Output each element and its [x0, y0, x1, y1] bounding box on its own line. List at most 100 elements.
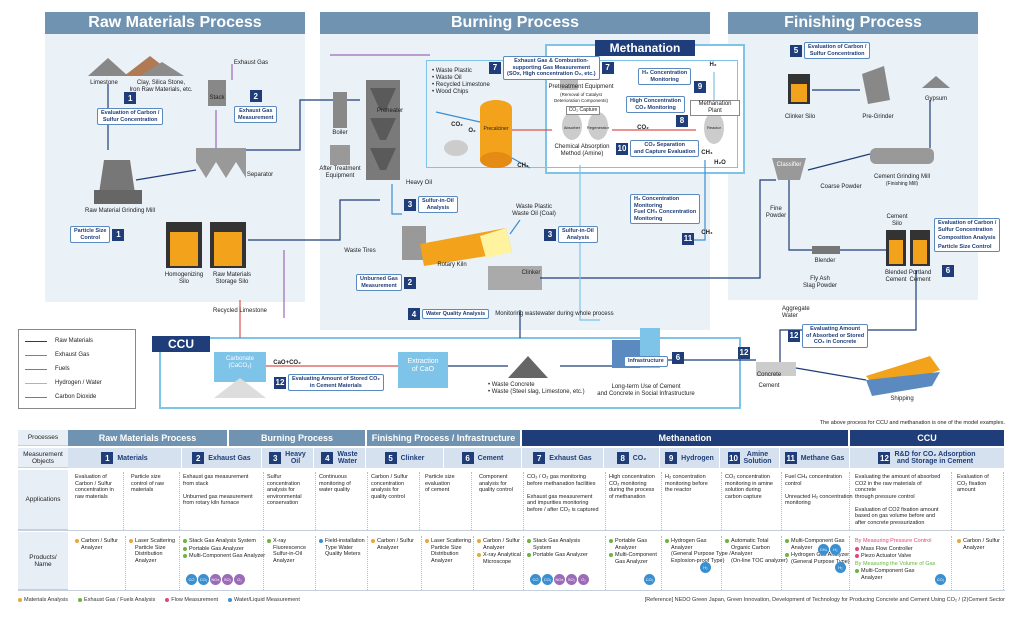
measurement-object-num-4: 5 [384, 452, 397, 464]
footer-legend-dot-0 [18, 598, 22, 602]
tag-11-text: H₂ Concentration Monitoring Fuel CH₄ Con… [630, 194, 701, 224]
label-limestone: Limestone [90, 80, 118, 86]
cement-grinding-mill [870, 148, 934, 164]
line-raw-2 [135, 169, 197, 181]
product-cell-11: Automatic Total Organic Carbon Analyzer … [722, 536, 788, 590]
label-stack: Stack [209, 95, 225, 101]
label-coarse: Coarse Powder [820, 184, 862, 190]
application-cell-1: Particle size control of raw materials [128, 472, 180, 530]
num-11: 11 [682, 232, 694, 245]
row-label-apps: Applications [18, 470, 68, 530]
application-cell-2: Exhaust gas measurement from stack Unbur… [180, 472, 264, 530]
waste-concrete-pile [508, 356, 548, 378]
product-text-13-0: By Measuring Pressure Control [855, 538, 932, 544]
product-item-13-0: By Measuring Pressure Control [855, 538, 948, 545]
tag-6-list: Evaluation of Carbon / Sulfur Concentrat… [934, 218, 1001, 252]
product-text-11-0: Automatic Total Organic Carbon Analyzer … [731, 538, 788, 564]
waste-item-2: • Waste Oil [432, 75, 462, 81]
homo-silo-fill [170, 232, 198, 266]
product-dot-2-2 [183, 554, 187, 558]
gas-chip-6-0: CO₂ [935, 574, 946, 585]
model-note: The above process for CCU and methanatio… [819, 420, 1005, 426]
waste-item-1: • Waste Plastic [432, 68, 472, 74]
measurement-object-num-7: 8 [616, 452, 629, 464]
product-dot-0-0 [75, 539, 79, 543]
label-waste-tires: Waste Tires [344, 248, 376, 254]
label-rotary: Rotary Kiln [437, 262, 467, 268]
product-cell-0: Carbon / Sulfur Analyzer [72, 536, 126, 590]
waste-item-3: • Recycled Limestone [432, 82, 490, 88]
num-7a: 7 [489, 61, 501, 74]
measurement-object-num-10: 11 [784, 452, 797, 464]
label-cement-silo: Cement Silo [886, 214, 908, 227]
label-portland: Portland Cement [908, 270, 932, 283]
label-cement-mill-sub: (Finishing Mill) [885, 181, 919, 187]
application-cell-13: Evaluating the amount of absorbed CO2 in… [852, 472, 952, 530]
tag-1a: 1 Evaluation of Carbon / Sulfur Concentr… [97, 92, 164, 125]
footer-legend-dot-1 [78, 598, 83, 602]
product-item-5-0: Carbon / Sulfur Analyzer [371, 538, 418, 551]
num-4: 4 [408, 308, 420, 320]
label-recycled: Recycled Limestone [212, 308, 268, 314]
product-item-9-1: Multi-Component Gas Analyzer [609, 552, 658, 565]
footer-legend-item-1: Exhaust Gas / Fuels Analysis [78, 597, 155, 603]
tag-12b: 12 Evaluating Amount of Absorbed or Stor… [788, 324, 869, 348]
label-pretreat: Pretreatment Equipment [548, 84, 614, 90]
label-flyash: Fly Ash Slag Powder [802, 276, 838, 289]
label-capture: CO₂ Capture [566, 106, 600, 115]
row-label-products: Products/ Name [18, 532, 68, 590]
application-cell-12: Fuel CH₄ concentration control Unreacted… [782, 472, 853, 530]
measurement-object-label-8: Hydrogen [681, 454, 714, 462]
tag-2b: Unburned Gas Measurement 2 [356, 274, 416, 291]
product-item-13-4: Multi-Component Gas Analyzer [855, 568, 948, 581]
gas-chip-3-0: H₂ [700, 562, 711, 573]
product-cell-1: Laser Scattering Particle Size Distribut… [126, 536, 180, 590]
application-cell-11: CO₂ concentration monitoring in amine so… [722, 472, 782, 530]
reactor [704, 112, 724, 144]
gas-chip-0-2: NOx [210, 574, 221, 585]
product-item-12-0: Multi-Component Gas Analyzer [785, 538, 846, 551]
gas-chip-group-5: H₂ [835, 562, 847, 573]
tag-12b-text: Evaluating Amount of Absorbed or Stored … [802, 324, 869, 348]
gas-chip-0-3: SO₂ [222, 574, 233, 585]
label-boiler: Boiler [332, 130, 348, 136]
product-dot-1-0 [129, 539, 133, 543]
measurement-object-label-11: R&D for CO₂ Adsorption and Storage in Ce… [894, 451, 976, 465]
tag-7a-text: Exhaust Gas & Combustion- supporting Gas… [503, 56, 600, 80]
label-aggregate: Aggregate Water [782, 306, 810, 319]
precalciner [480, 108, 512, 160]
concrete-pile [756, 362, 796, 376]
ship-hull [866, 372, 940, 396]
num-9: 9 [694, 76, 706, 94]
extraction-box [398, 352, 448, 388]
tag-2a: 2 Exhaust Gas Measurement [234, 90, 278, 123]
measurement-object-label-7: CO₂ [632, 454, 647, 462]
product-cell-10: Hydrogen Gas Analyzer (General Purpose T… [662, 536, 731, 590]
legend-hydrogen: Hydrogen / Water [25, 380, 102, 386]
application-cell-4: Continuous monitoring of water quality [316, 472, 368, 530]
table-divider-2 [18, 590, 1005, 591]
num-1a: 1 [124, 92, 137, 104]
measurement-object-label-1: Exhaust Gas [208, 454, 251, 462]
legend-raw: Raw Materials [25, 338, 93, 344]
label-grinding-mill: Raw Material Grinding Mill [84, 208, 156, 214]
legend-exhaust: Exhaust Gas [25, 352, 89, 358]
raw-title: Raw Materials Process [45, 12, 305, 34]
footer-legend-dot-2 [165, 598, 170, 602]
product-text-6-0: Laser Scattering Particle Size Distribut… [431, 538, 472, 564]
product-text-2-1: Portable Gas Analyzer [189, 545, 244, 552]
num-6a: 6 [942, 260, 954, 278]
application-cell-0: Evaluation of Carbon / Sulfur concentrat… [72, 472, 124, 530]
process-flow-svg [88, 54, 950, 409]
product-dot-2-0 [183, 539, 187, 543]
label-extraction: Extraction of CaO [407, 358, 439, 373]
product-text-7-1: X-ray Analytical Microscope [483, 552, 521, 565]
product-text-13-3: By Measuring the Volume of Gas [855, 560, 936, 567]
